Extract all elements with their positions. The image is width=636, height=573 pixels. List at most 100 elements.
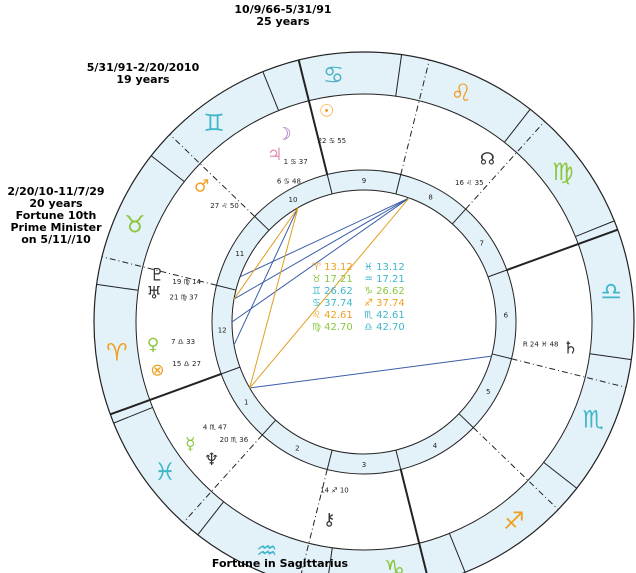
aspect-line (249, 197, 410, 389)
house-number: 8 (428, 194, 432, 202)
note-upper-left-line-2: 19 years (116, 73, 170, 86)
sign-glyph: ♊ (203, 109, 225, 137)
center-left-2: ♊ 26.62 (312, 286, 353, 297)
house-number: 6 (504, 312, 509, 320)
sign-glyph: ♓ (154, 458, 176, 486)
venus-icon: ♀ (147, 335, 159, 355)
jupiter-icon: ♃ (267, 145, 282, 165)
mars-icon: ♂ (194, 177, 209, 197)
sign-divider (543, 461, 578, 489)
moon-icon: ☽ (276, 124, 291, 144)
house-number: 4 (433, 442, 438, 450)
sign-divider (395, 54, 403, 97)
note-left: 2/20/10-11/7/29 20 years Fortune 10th Pr… (2, 186, 110, 246)
house-cusp-lines (101, 59, 627, 573)
center-left-3: ♋ 37.74 (312, 298, 353, 309)
jupiter-position-label: 6 ♋ 48 (277, 178, 301, 186)
sign-glyph: ♒ (256, 537, 278, 565)
note-top-line-1: 10/9/66-5/31/91 (234, 3, 332, 16)
center-right-2: ♑ 26.62 (364, 286, 405, 297)
mars-position-label: 27 ♌ 50 (210, 202, 239, 210)
aspect-line (233, 207, 299, 346)
fortune-position-label: 15 ♎ 27 (172, 360, 201, 368)
house-divider (491, 353, 512, 360)
aspect-line (249, 355, 492, 389)
house-divider (326, 449, 333, 470)
aspect-line (233, 207, 299, 300)
house-divider (395, 449, 402, 470)
sign-divider (589, 353, 632, 361)
aspect-lines (231, 197, 492, 389)
moon-position-label: 1 ♋ 37 (284, 158, 308, 166)
sign-dividers (96, 54, 632, 573)
center-right-3: ♐ 37.74 (364, 298, 405, 309)
sign-divider (448, 533, 466, 573)
house-divider (220, 366, 241, 375)
node-position-label: 16 ♌ 35 (455, 179, 484, 187)
angle-line (399, 469, 428, 573)
aspect-line (231, 197, 410, 323)
mercury-icon: ☿ (185, 435, 195, 455)
house-divider (261, 419, 277, 436)
center-right-1: ♒ 17.21 (364, 274, 405, 285)
venus-position-label: 7 ♎ 33 (171, 338, 195, 346)
note-upper-left-line-1: 5/31/91-2/20/2010 (86, 61, 200, 74)
center-left-0: ♈ 13.12 (312, 262, 353, 273)
note-bottom-line: Fortune in Sagittarius (211, 557, 349, 570)
note-left-line-3: Fortune 10th (15, 209, 97, 222)
house-divider (451, 208, 467, 225)
house-divider (216, 284, 237, 291)
sign-divider (150, 155, 185, 183)
sign-divider (262, 71, 280, 111)
sign-glyph: ♍ (552, 158, 574, 186)
center-right-5: ♎ 42.70 (364, 322, 405, 333)
sign-divider (113, 406, 153, 424)
mercury-position-label: 4 ♏ 47 (203, 423, 227, 431)
node-icon: ☊ (480, 149, 495, 169)
center-right-4: ♏ 42.61 (364, 310, 405, 321)
sign-glyph: ♏ (582, 405, 604, 433)
aspect-line (249, 207, 299, 389)
house-divider (487, 269, 508, 278)
note-bottom: Fortune in Sagittarius (200, 558, 360, 570)
house-divider (326, 174, 333, 195)
center-left-5: ♍ 42.70 (312, 322, 353, 333)
sun-icon: ☉ (319, 101, 334, 121)
angle-line (506, 228, 619, 271)
note-top-line-2: 25 years (256, 15, 310, 28)
house-number: 1 (244, 398, 248, 406)
center-left-1: ♉ 17.21 (312, 274, 353, 285)
sign-glyph: ♉ (124, 211, 146, 239)
house-number: 5 (486, 388, 490, 396)
note-left-line-5: on 5/11//10 (21, 233, 91, 246)
sign-glyph: ♋ (323, 61, 345, 89)
house-number: 9 (362, 177, 366, 185)
center-left-4: ♌ 42.61 (312, 310, 353, 321)
note-left-line-2: 20 years (29, 197, 83, 210)
saturn-icon: ♄ (563, 338, 578, 358)
uranus-position-label: 21 ♍ 37 (169, 294, 198, 302)
house-number: 3 (362, 461, 366, 469)
angle-line (109, 373, 222, 416)
chiron-icon: ⚷ (323, 510, 335, 530)
sign-glyphs: ♋♊♉♈♓♒♑♐♏♎♍♌ (106, 61, 622, 573)
note-left-line-4: Prime Minister (10, 221, 102, 234)
planet-markers: ☉ 22 ♋ 55 ☽ 1 ♋ 37♃ 6 ♋ 48 ♂27 ♌ 50 ♇ 19 ♍ 14 ♅ 2… (146, 101, 578, 530)
note-top: 10/9/66-5/31/91 25 years (228, 4, 338, 28)
fortune-icon: ⊗ (150, 361, 164, 381)
sun-position-label: 22 ♋ 55 (318, 137, 347, 145)
uranus-icon: ♅ (146, 283, 161, 303)
pluto-position-label: 19 ♍ 14 (172, 278, 201, 286)
neptune-position-label: 20 ♏ 36 (220, 436, 249, 444)
house-number: 10 (289, 196, 298, 204)
house-divider (395, 174, 402, 195)
house-number: 12 (218, 326, 227, 334)
chiron-position-label: 14 ♐ 10 (320, 486, 349, 494)
saturn-position-label: R 24 ♓ 48 (523, 341, 559, 349)
center-table: ♈ 13.12 ♉ 17.21 ♊ 26.62 ♋ 37.74 ♌ 42.61 … (312, 262, 405, 333)
sign-glyph: ♎ (600, 278, 622, 306)
pluto-icon: ♇ (150, 265, 165, 285)
sign-glyph: ♌ (451, 79, 473, 107)
